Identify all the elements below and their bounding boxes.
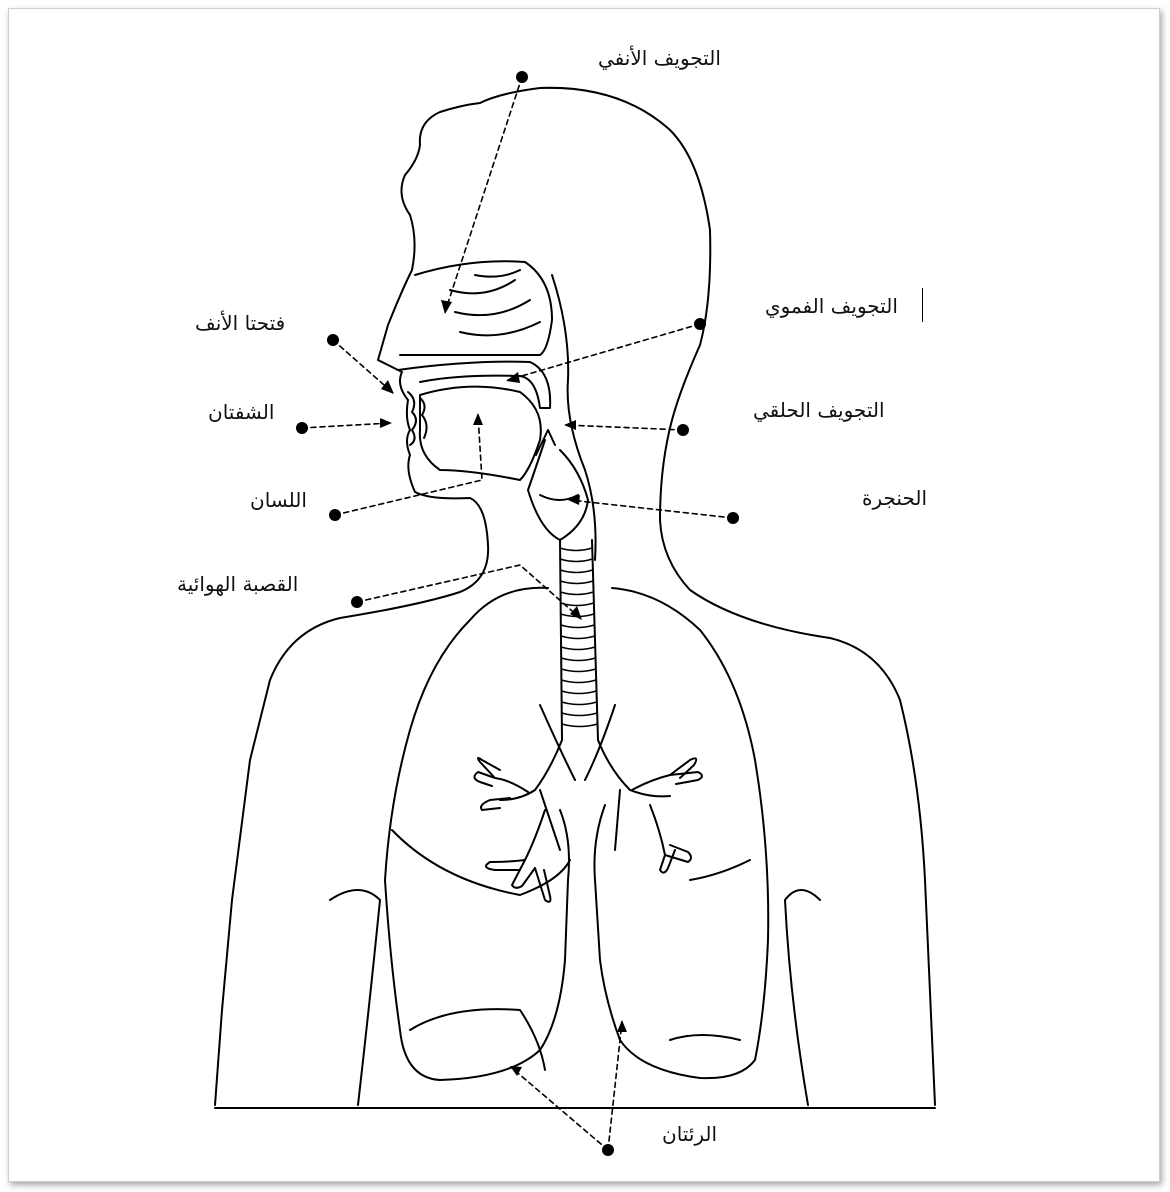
label-lips: الشفتان [208,402,274,422]
left-lung [385,588,569,1080]
label-lungs: الرئتان [662,1124,717,1144]
pharynx-wall [552,275,596,560]
label-tongue: اللسان [250,490,307,510]
tongue-shape [420,387,541,480]
right-bronchial-tree [632,758,702,872]
trachea-ring [562,691,597,694]
trachea-ring [560,592,593,595]
arrow-heads [380,300,627,1076]
label-trachea: القصبة الهوائية [177,574,298,594]
label-oral-cavity: التجويف الفموي [765,296,898,316]
label-nasal-cavity: التجويف الأنفي [598,48,721,68]
label-larynx: الحنجرة [862,488,927,508]
trachea-ring [562,713,597,716]
trachea-ring [561,647,595,650]
label-pharynx: التجويف الحلقي [753,400,885,420]
left-bronchial-tree [474,758,550,902]
trachea-ring [561,625,595,628]
trachea-ring [561,680,596,683]
text-cursor [922,288,923,322]
trachea-ring [562,724,598,727]
trachea-ring [560,570,592,573]
trachea-ring [560,559,592,562]
right-lung [594,588,768,1078]
trachea-ring [560,581,593,584]
body-outline [215,88,935,1105]
trachea-ring [561,636,595,639]
trachea-ring [561,669,596,672]
trachea-ring [561,658,595,661]
trachea-shape [560,540,598,740]
label-nostrils: فتحتا الأنف [195,313,285,333]
trachea-ring [562,702,597,705]
trachea-ring [560,548,592,551]
lips-shape [408,392,416,445]
diaphragm [330,890,820,1105]
